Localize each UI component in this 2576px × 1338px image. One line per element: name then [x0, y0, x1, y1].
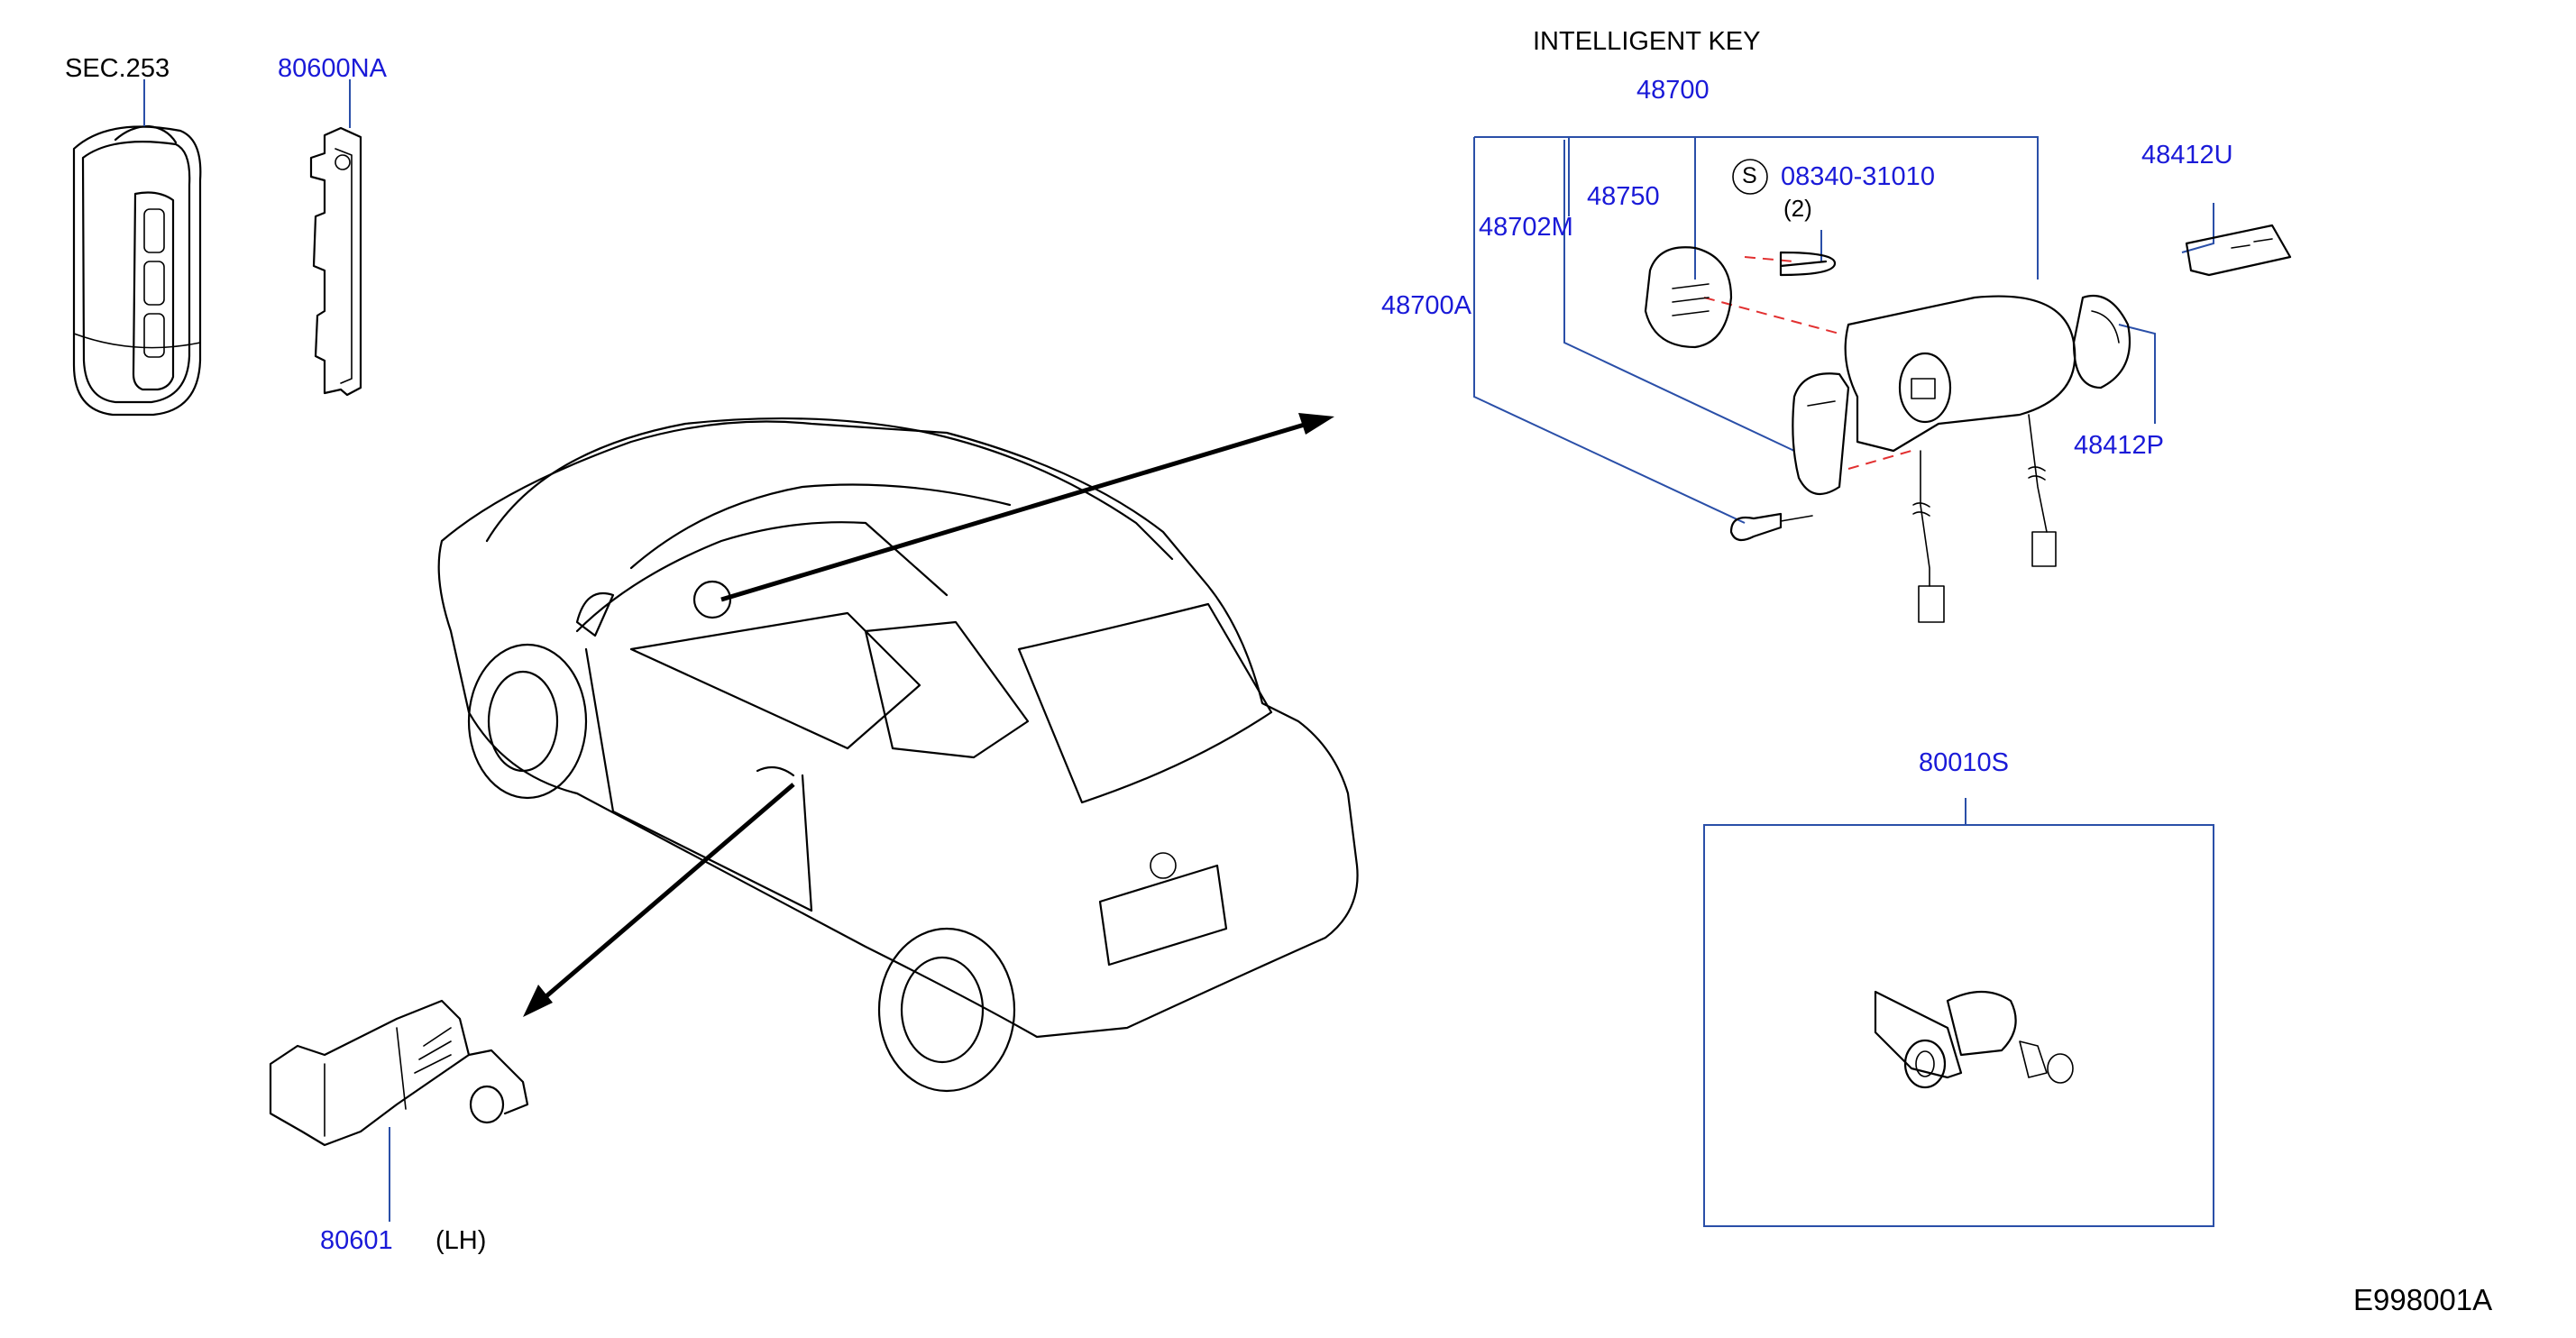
part-label-48412U[interactable]: 48412U [2141, 141, 2233, 170]
part-quantity: (2) [1783, 195, 1812, 222]
part-label-48700[interactable]: 48700 [1636, 76, 1710, 105]
s-symbol: S [1742, 163, 1757, 188]
car-illustration [437, 413, 1359, 1093]
diagram-title: INTELLIGENT KEY [1533, 27, 1761, 56]
part-label-08340-31010[interactable]: 08340-31010 [1781, 162, 1935, 191]
lock-set-box [1703, 798, 2214, 1227]
part-label-48702M[interactable]: 48702M [1479, 213, 1573, 242]
part-label-48750[interactable]: 48750 [1587, 182, 1660, 211]
figure-code: E998001A [2353, 1283, 2493, 1316]
key-fob-illustration [72, 79, 202, 417]
part-label-48700A[interactable]: 48700A [1381, 291, 1471, 320]
part-label-80601[interactable]: 80601 [320, 1226, 393, 1255]
ignition-assembly-illustration [1473, 136, 2292, 623]
part-label-80600NA[interactable]: 80600NA [278, 54, 387, 83]
part-side-label: (LH) [435, 1226, 487, 1255]
part-label-80010S[interactable]: 80010S [1919, 748, 2009, 777]
mechanical-key-illustration [309, 79, 362, 397]
door-lock-cylinder-illustration [269, 999, 529, 1222]
part-label-sec253: SEC.253 [65, 54, 170, 83]
part-label-48412P[interactable]: 48412P [2074, 431, 2164, 460]
